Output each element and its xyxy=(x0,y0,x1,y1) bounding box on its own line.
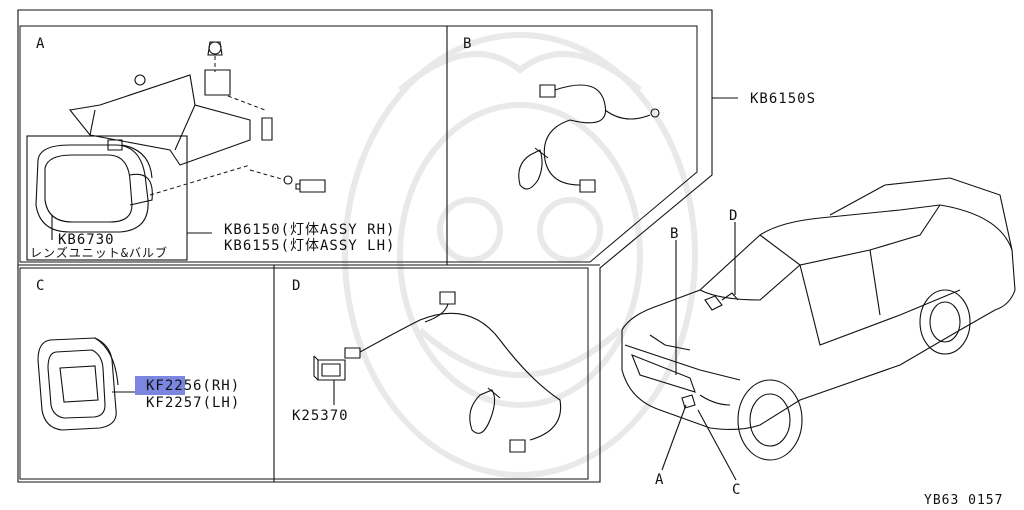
bezel-drawing xyxy=(37,337,119,431)
panel-a-label: A xyxy=(36,36,45,52)
lamp-inset-box xyxy=(26,135,188,261)
fog-lamp-bracket-drawing xyxy=(68,41,326,193)
bezel-rh-highlight-text: KF225 xyxy=(146,378,193,394)
assy-code-label: KB6150S xyxy=(750,91,816,107)
bezel-lh-text: KF2257(LH) xyxy=(146,395,240,411)
bezel-rh-highlight xyxy=(135,376,185,395)
lens-desc-label: レンズユニット&バルブ xyxy=(30,245,168,260)
fog-lamp-drawing xyxy=(35,139,251,233)
car-callout-a: A xyxy=(655,472,664,488)
harness-d-drawing xyxy=(313,291,562,453)
rh-assy-label: KB6150(灯体ASSY RH) xyxy=(224,222,395,238)
diagram-id: YB63 0157 xyxy=(924,493,1003,508)
panel-d-label: D xyxy=(292,278,301,294)
bezel-rh-rest-text: 6(RH) xyxy=(193,378,240,394)
switch-code-label: K25370 xyxy=(292,408,349,424)
frame xyxy=(17,9,713,483)
lens-code-label: KB6730 xyxy=(58,232,115,248)
panel-b-label: B xyxy=(463,36,472,52)
harness-b-drawing xyxy=(518,84,660,193)
car-callout-c: C xyxy=(732,482,741,498)
watermark-crest xyxy=(342,32,698,478)
panel-c-label: C xyxy=(36,278,45,294)
lh-assy-label: KB6155(灯体ASSY LH) xyxy=(224,238,395,254)
car-illustration xyxy=(621,177,1016,461)
car-a-leader xyxy=(661,404,687,471)
car-callout-b: B xyxy=(670,226,679,242)
car-callout-d: D xyxy=(729,208,738,224)
car-c-leader xyxy=(697,409,737,481)
